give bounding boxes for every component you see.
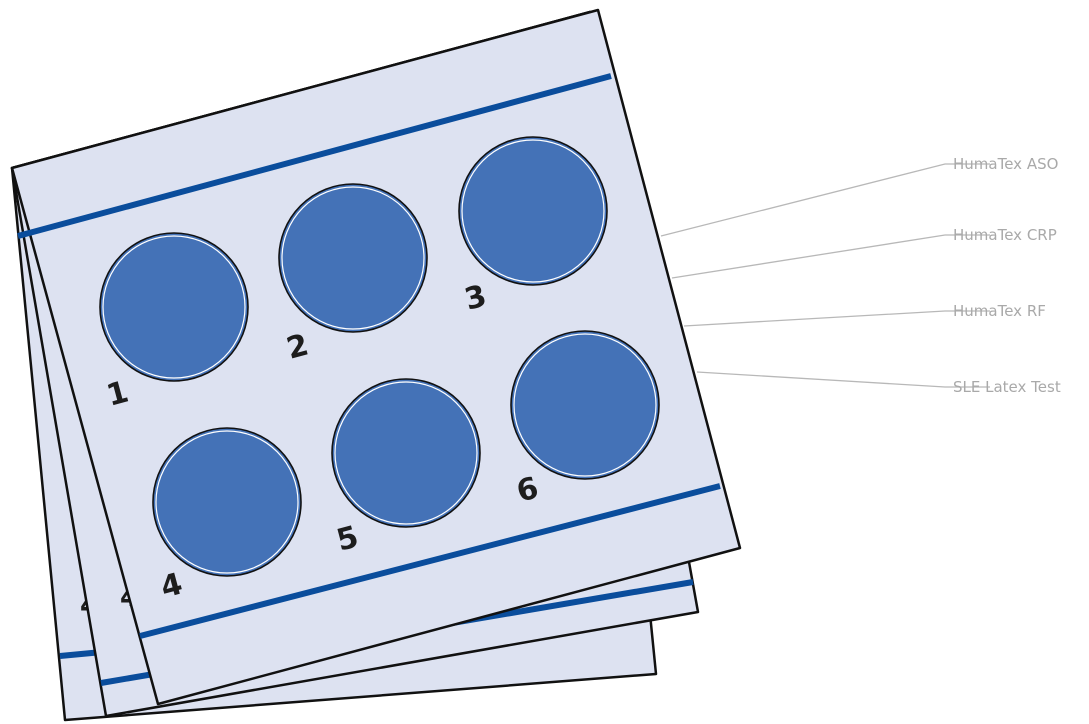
- leader-line-aso: [660, 163, 990, 237]
- card-label-humatex-crp: HumaTex CRP: [953, 226, 1057, 244]
- card-label-humatex-rf: HumaTex RF: [953, 302, 1046, 320]
- well-5: [331, 378, 481, 528]
- well-2: [278, 183, 428, 333]
- well-1: [99, 232, 249, 382]
- well-3: [458, 136, 608, 286]
- leader-line-crp: [671, 234, 990, 279]
- well-6: [510, 330, 660, 480]
- card-label-humatex-aso: HumaTex ASO: [953, 155, 1058, 173]
- card-front: 1 2 3 4 5 6: [10, 8, 742, 706]
- card-label-sle-latex-test: SLE Latex Test: [953, 378, 1061, 396]
- leader-line-sle: [696, 371, 990, 388]
- leader-line-rf: [683, 310, 990, 327]
- well-4: [152, 427, 302, 577]
- callouts: HumaTex ASO HumaTex CRP HumaTex RF SLE L…: [660, 155, 1061, 396]
